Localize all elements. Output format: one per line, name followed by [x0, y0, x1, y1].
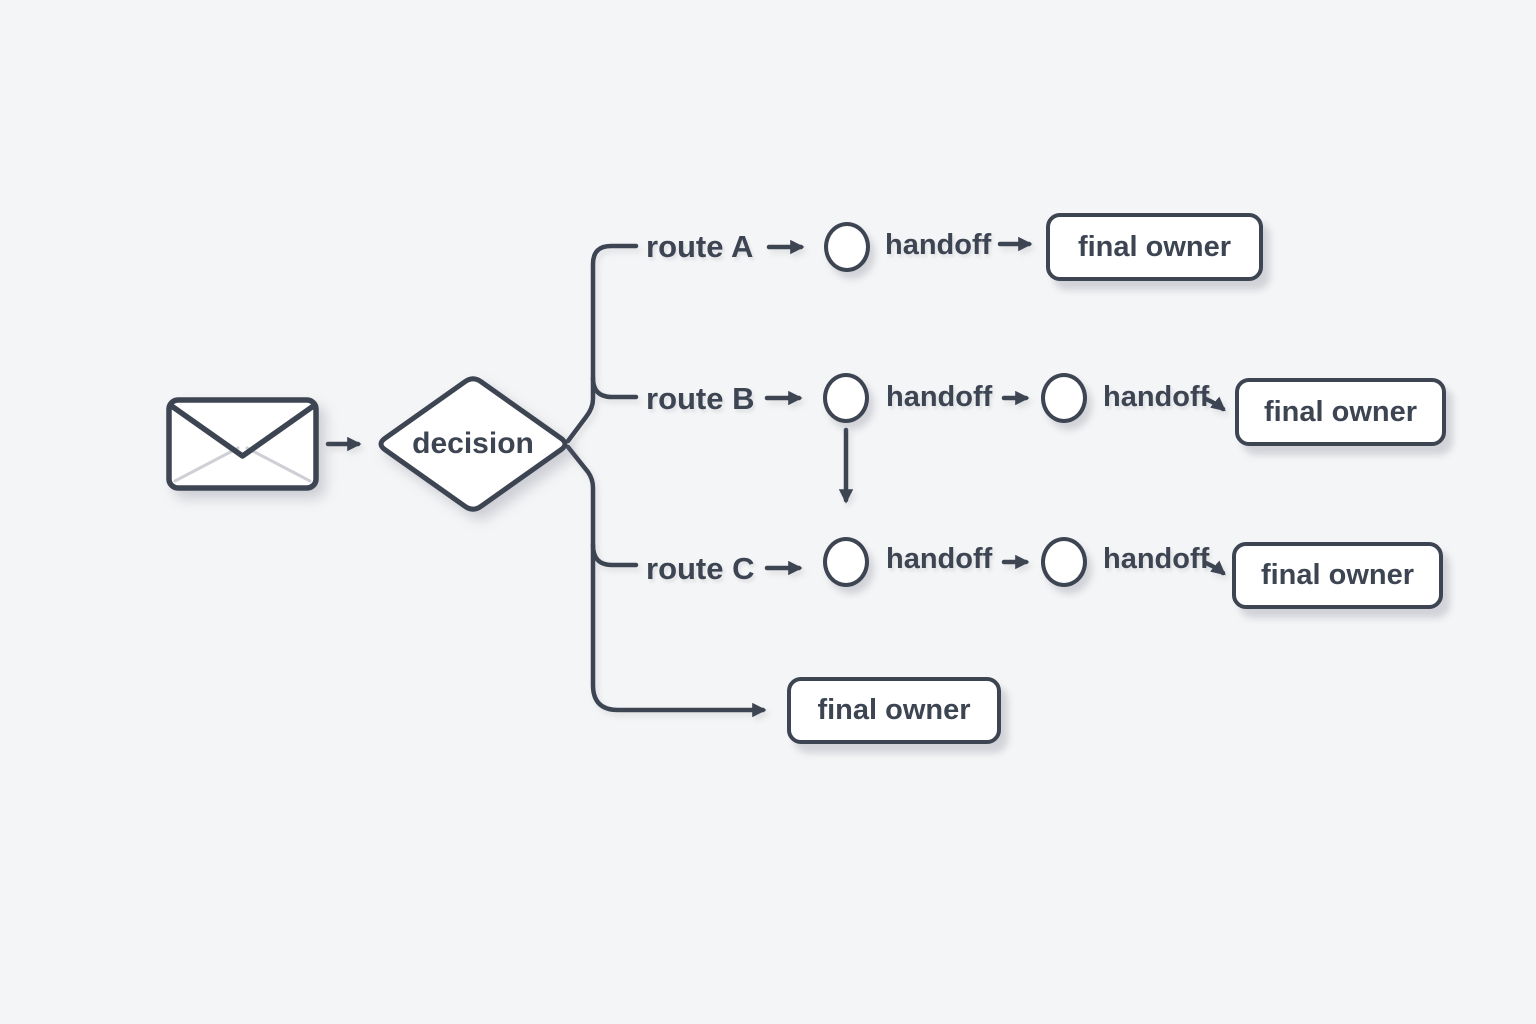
final-owner-box-a: final owner: [1046, 213, 1263, 281]
route-a-label: route A: [646, 229, 754, 264]
final-owner-default-label: final owner: [817, 694, 971, 726]
final-owner-a-label: final owner: [1077, 230, 1232, 263]
line-decision-to-default-owner: [565, 444, 767, 718]
arrow-handoff-c2-to-owner: [1203, 560, 1226, 576]
final-owner-box-default: final owner: [787, 677, 1001, 744]
final-owner-c-label: final owner: [1260, 559, 1415, 591]
route-b-label: route B: [646, 381, 755, 416]
handoff-node-c2: [1041, 537, 1087, 587]
handoff-node-a1: [824, 222, 870, 272]
final-owner-b-label: final owner: [1263, 395, 1418, 428]
handoff-node-b2: [1041, 373, 1087, 423]
handoff-b1-label: handoff: [886, 381, 993, 413]
handoff-a1-label: handoff: [885, 229, 992, 261]
final-owner-box-b: final owner: [1235, 378, 1446, 446]
handoff-node-c1: [823, 537, 869, 587]
line-branch-route-b: [590, 375, 639, 400]
envelope-icon: [166, 397, 319, 491]
route-c-label: route C: [646, 551, 755, 586]
handoff-c1-label: handoff: [886, 543, 993, 575]
handoff-b2-label: handoff: [1103, 381, 1210, 413]
line-decision-to-route-a: [565, 243, 639, 444]
line-branch-route-c: [590, 542, 639, 568]
final-owner-box-c: final owner: [1232, 542, 1443, 609]
handoff-c2-label: handoff: [1103, 543, 1210, 575]
decision-label: decision: [412, 427, 534, 460]
handoff-node-b1: [823, 373, 869, 423]
decision-diamond: [378, 376, 568, 512]
arrow-handoff-b2-to-owner: [1203, 396, 1226, 412]
